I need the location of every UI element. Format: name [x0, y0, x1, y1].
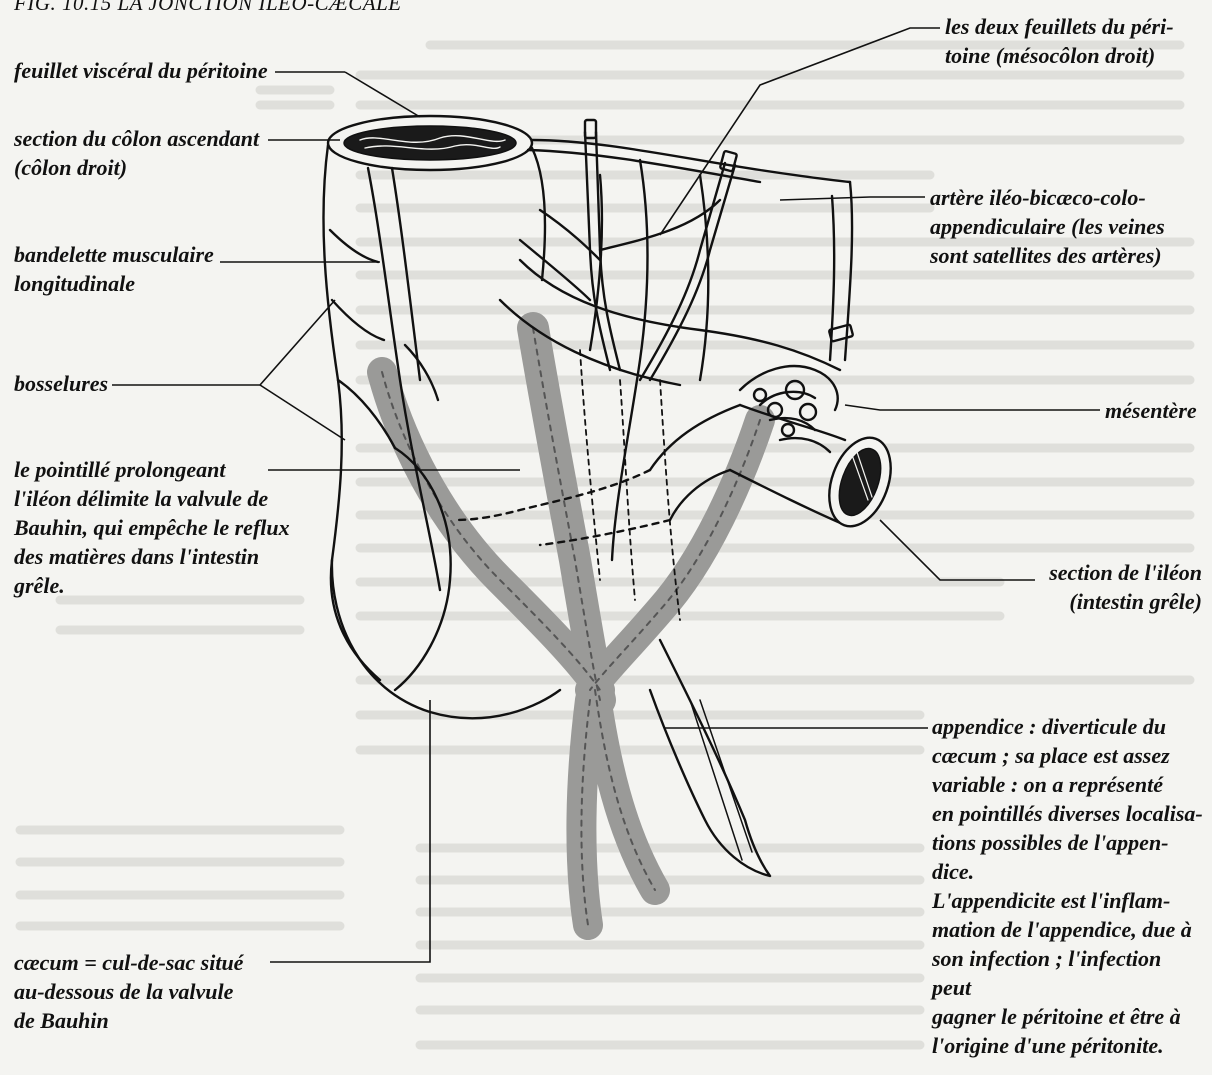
leader-mesentere	[845, 405, 1100, 410]
label-artere: artère iléo-bicæco-colo- appendiculaire …	[930, 183, 1205, 270]
appendix-position-down-right	[595, 690, 655, 890]
appendix-position-right-up	[590, 420, 760, 690]
label-feuillet-visceral: feuillet viscéral du péritoine	[14, 56, 284, 85]
label-peritoine-feuillets: les deux feuillets du péri- toine (mésoc…	[945, 12, 1205, 70]
label-section-colon: section du côlon ascendant (côlon droit)	[14, 124, 294, 182]
label-bandelette: bandelette musculaire longitudinale	[14, 240, 234, 298]
label-bosselures: bosselures	[14, 369, 124, 398]
label-caecum: cæcum = cul-de-sac situé au-dessous de l…	[14, 948, 274, 1035]
label-mesentere: mésentère	[1105, 396, 1210, 425]
label-pointille: le pointillé prolongeant l'iléon délimit…	[14, 455, 294, 600]
label-appendice: appendice : diverticule du cæcum ; sa pl…	[932, 712, 1204, 1060]
appendix-outline	[650, 640, 770, 876]
leader-bosselures	[112, 300, 335, 385]
figure-title: FIG. 10.15 LA JONCTION ILÉO-CÆCALE	[14, 0, 402, 16]
label-section-ileon: section de l'iléon (intestin grêle)	[1000, 558, 1202, 616]
